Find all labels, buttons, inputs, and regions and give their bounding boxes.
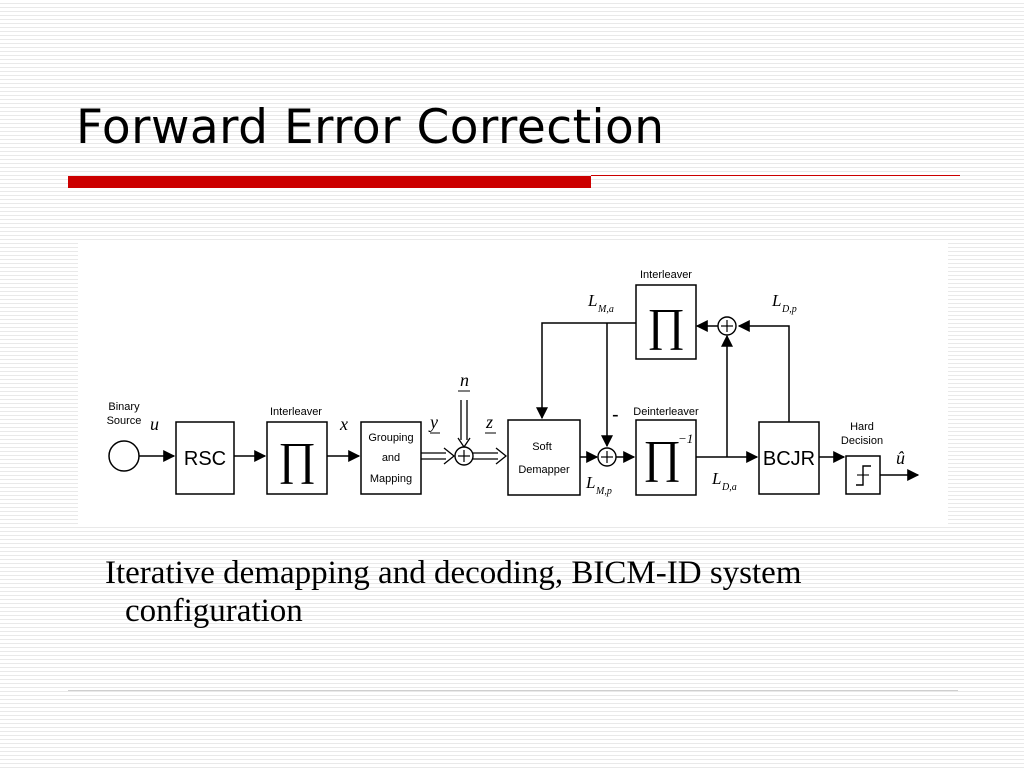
rsc-block: RSC xyxy=(175,421,235,495)
svg-text:D,a: D,a xyxy=(721,482,737,493)
symbol-x: x xyxy=(339,414,348,434)
noise-double-arrow xyxy=(457,400,471,449)
binary-source-label-line2: Source xyxy=(107,415,142,427)
symbol-y: y xyxy=(428,412,438,432)
binary-source-label-line1: Binary xyxy=(108,401,140,413)
interleaver-label: Interleaver xyxy=(270,406,322,418)
hard-decision-label-line2: Decision xyxy=(841,435,883,447)
svg-text:L: L xyxy=(585,473,595,492)
pi-feedback-icon: ∏ xyxy=(647,299,685,350)
soft-demapper-block: Soft Demapper xyxy=(507,419,581,496)
double-arrow-y xyxy=(421,447,456,465)
soft-demapper-label-line2: Demapper xyxy=(518,464,570,476)
bcjr-label: BCJR xyxy=(763,448,815,470)
grouping-label-line2: and xyxy=(382,452,400,464)
slide-title: Forward Error Correction xyxy=(76,100,665,155)
arrow-interleaver-demapper xyxy=(536,322,636,420)
svg-text:M,p: M,p xyxy=(595,486,612,497)
symbol-u: u xyxy=(150,414,159,434)
arrow-bcjr-feedback xyxy=(737,320,790,422)
hard-decision-block: Hard Decision xyxy=(841,421,883,495)
rsc-label: RSC xyxy=(184,448,226,470)
grouping-label-line1: Grouping xyxy=(368,432,413,444)
svg-text:M,a: M,a xyxy=(597,304,614,315)
binary-source-circle xyxy=(108,440,140,472)
grouping-mapping-block: Grouping and Mapping xyxy=(360,421,422,495)
title-underline-thin xyxy=(591,175,960,176)
pi-inverse-icon: ∏ xyxy=(643,431,681,482)
svg-text:L: L xyxy=(587,291,597,310)
binary-source: Binary Source xyxy=(107,401,142,472)
caption-line1: Iterative demapping and decoding, BICM-I… xyxy=(105,555,802,591)
label-LMa: L M,a xyxy=(587,291,614,315)
label-LMp: L M,p xyxy=(585,473,612,497)
symbol-z: z xyxy=(485,412,493,432)
pi-icon: ∏ xyxy=(278,433,316,484)
svg-text:D,p: D,p xyxy=(781,304,797,315)
bottom-divider xyxy=(68,690,958,691)
title-underline-red xyxy=(68,176,591,188)
label-LDa: L D,a xyxy=(711,469,737,493)
adder-noise xyxy=(454,446,474,466)
label-LDp: L D,p xyxy=(771,291,797,315)
caption-line2: configuration xyxy=(125,592,303,629)
double-arrow-z xyxy=(473,447,508,465)
symbol-n: n xyxy=(460,370,469,390)
feedback-interleaver-label: Interleaver xyxy=(640,269,692,281)
minus-sign-demapper: - xyxy=(612,404,619,426)
interleaver-block: Interleaver ∏ xyxy=(266,406,328,495)
symbol-u-hat: û xyxy=(896,448,905,468)
bicm-id-diagram: Binary Source u RSC Interleaver ∏ x Grou… xyxy=(78,240,948,526)
deinterleaver-label: Deinterleaver xyxy=(633,406,699,418)
hard-decision-label-line1: Hard xyxy=(850,421,874,433)
inverse-exponent: −1 xyxy=(678,431,693,446)
svg-text:L: L xyxy=(771,291,781,310)
adder-extrinsic-decoder xyxy=(717,316,737,336)
adder-extrinsic-demapper xyxy=(597,447,617,467)
soft-demapper-label-line1: Soft xyxy=(532,441,552,453)
feedback-interleaver-block: Interleaver ∏ xyxy=(635,269,697,360)
bcjr-block: BCJR xyxy=(758,421,820,495)
deinterleaver-block: Deinterleaver ∏ −1 xyxy=(633,406,699,496)
diagram-caption: Iterative demapping and decoding, BICM-I… xyxy=(105,555,965,631)
svg-text:L: L xyxy=(711,469,721,488)
grouping-label-line3: Mapping xyxy=(370,473,412,485)
